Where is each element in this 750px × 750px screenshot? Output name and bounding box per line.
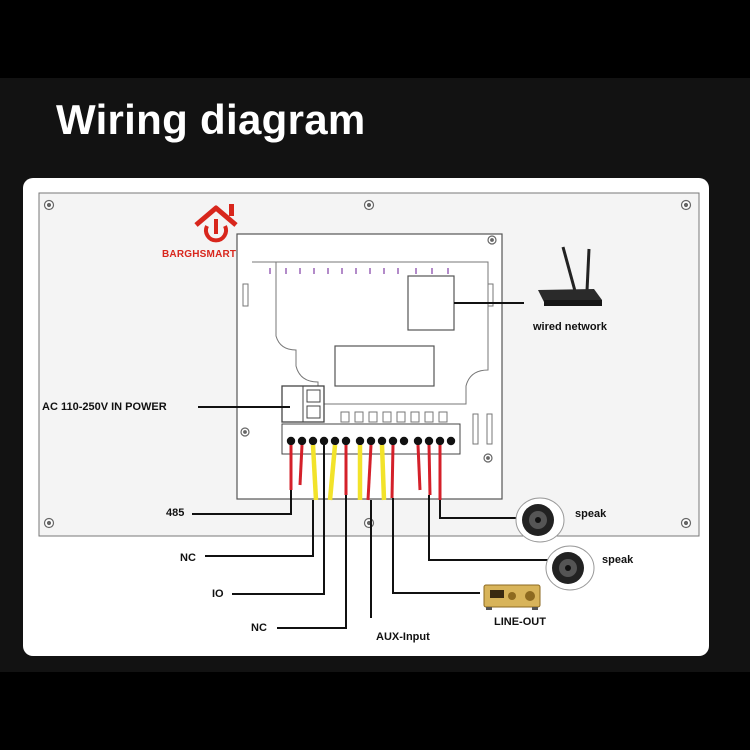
label-power: AC 110-250V IN POWER xyxy=(42,401,167,413)
chip xyxy=(334,345,435,387)
label-aux-input: AUX-Input xyxy=(376,631,430,643)
wires-yellow xyxy=(310,444,387,501)
leader-lines xyxy=(192,302,548,629)
speaker-icon xyxy=(545,545,595,591)
right-slot-lower-2 xyxy=(486,413,493,445)
brand-name: BARGHSMART xyxy=(162,249,237,260)
amplifier-icon xyxy=(483,584,541,610)
right-slot-lower xyxy=(472,413,479,445)
label-line-out: LINE-OUT xyxy=(494,616,546,628)
wires-red xyxy=(289,444,442,501)
module-inner-outline xyxy=(252,261,489,405)
header-pins xyxy=(269,268,449,274)
house-power-logo-icon xyxy=(194,204,238,243)
terminal-screws xyxy=(286,436,456,446)
right-slot xyxy=(487,283,494,307)
label-wired-network: wired network xyxy=(533,321,607,333)
ethernet-port xyxy=(407,275,455,331)
router-icon xyxy=(538,246,602,306)
speaker-icon xyxy=(515,497,565,543)
left-slot xyxy=(242,283,249,307)
label-io: IO xyxy=(212,588,224,600)
label-nc-2: NC xyxy=(251,622,267,634)
terminal-tabs xyxy=(340,411,448,423)
label-speak-2: speak xyxy=(602,554,634,566)
label-speak-1: speak xyxy=(575,508,607,520)
label-485: 485 xyxy=(166,507,185,519)
screw-icon xyxy=(240,235,497,463)
page-title: Wiring diagram xyxy=(56,96,366,143)
label-nc-1: NC xyxy=(180,552,196,564)
